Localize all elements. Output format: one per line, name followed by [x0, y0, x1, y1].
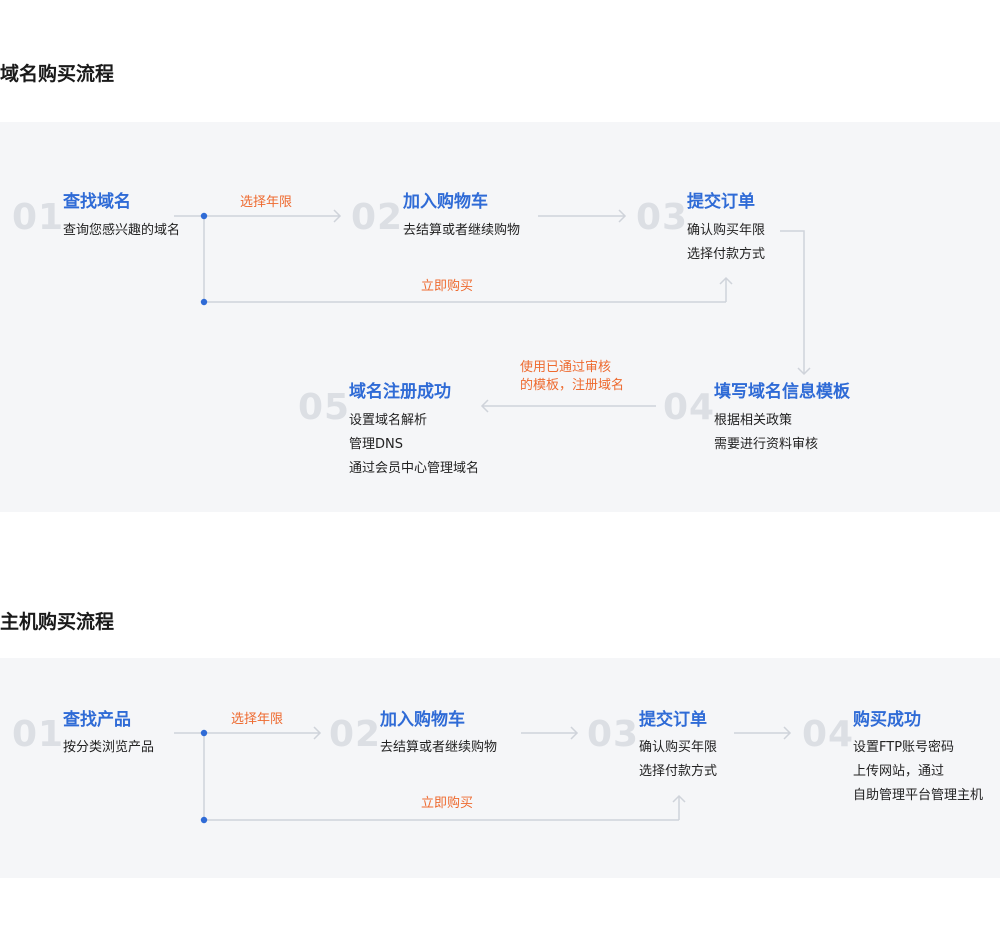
domain-label-use-template-2: 的模板，注册域名: [520, 378, 625, 393]
host-step-01-desc: 按分类浏览产品: [63, 740, 155, 755]
host-step-04-desc-3: 自助管理平台管理主机: [853, 788, 984, 803]
host-step-02-number: 02: [329, 714, 382, 755]
host-step-04-number: 04: [802, 714, 855, 755]
domain-label-choose-years: 选择年限: [240, 195, 293, 210]
host-label-choose-years: 选择年限: [231, 712, 284, 727]
host-step-03-desc-1: 确认购买年限: [639, 740, 718, 755]
domain-flow-panel: [0, 122, 1000, 512]
domain-step-05-number: 05: [298, 387, 351, 428]
host-step-03-desc-2: 选择付款方式: [639, 764, 718, 779]
host-arrow-head-04: [783, 726, 792, 740]
domain-step-02-title: 加入购物车: [403, 192, 488, 212]
host-step-04-title: 购买成功: [853, 710, 921, 730]
arrow-head-05: [480, 399, 489, 413]
domain-label-use-template-1: 使用已通过审核: [520, 360, 612, 375]
host-branch-dot-bottom: [200, 816, 208, 824]
host-flow-panel: [0, 658, 1000, 878]
branch-dot-bottom: [200, 298, 208, 306]
host-branch-dot-top: [200, 729, 208, 737]
domain-step-02-number: 02: [351, 197, 404, 238]
host-step-02-title: 加入购物车: [380, 710, 465, 730]
domain-step-03-number: 03: [636, 197, 689, 238]
arrow-head-04: [797, 367, 811, 376]
host-step-01-number: 01: [12, 714, 65, 755]
domain-step-01-title: 查找域名: [63, 192, 131, 212]
domain-step-04-title: 填写域名信息模板: [714, 382, 850, 402]
domain-step-05-desc-3: 通过会员中心管理域名: [349, 461, 480, 476]
host-step-03-title: 提交订单: [639, 710, 707, 730]
domain-step-05-title: 域名注册成功: [349, 382, 451, 402]
host-step-04-desc-2: 上传网站，通过: [853, 764, 945, 779]
domain-step-04-desc-1: 根据相关政策: [714, 413, 793, 428]
domain-label-buy-now: 立即购买: [421, 279, 474, 294]
domain-step-05-desc-2: 管理DNS: [349, 437, 403, 452]
arrow-head-02: [333, 209, 342, 223]
domain-step-04-number: 04: [663, 387, 716, 428]
connector-03-04: [780, 230, 805, 374]
host-step-02-desc: 去结算或者继续购物: [380, 740, 498, 755]
host-arrow-head-02: [313, 726, 322, 740]
domain-step-02-desc: 去结算或者继续购物: [403, 223, 521, 238]
arrow-head-03: [618, 209, 627, 223]
host-label-buy-now: 立即购买: [421, 796, 474, 811]
branch-dot-top: [200, 212, 208, 220]
domain-step-01-number: 01: [12, 197, 65, 238]
domain-step-04-desc-2: 需要进行资料审核: [714, 437, 819, 452]
host-step-04-desc-1: 设置FTP账号密码: [853, 740, 955, 755]
host-step-03-number: 03: [587, 714, 640, 755]
domain-step-01-desc: 查询您感兴趣的域名: [63, 223, 181, 238]
arrow-head-up-03: [719, 276, 733, 285]
domain-step-05-desc-1: 设置域名解析: [349, 413, 428, 428]
host-arrow-head-up-03: [672, 794, 686, 803]
host-flow-title: 主机购买流程: [0, 611, 115, 633]
domain-step-03-desc-1: 确认购买年限: [687, 223, 766, 238]
host-step-01-title: 查找产品: [63, 710, 131, 730]
domain-step-03-desc-2: 选择付款方式: [687, 247, 766, 262]
domain-step-03-title: 提交订单: [687, 192, 755, 212]
domain-flow-title: 域名购买流程: [0, 63, 115, 85]
host-arrow-head-03: [570, 726, 579, 740]
